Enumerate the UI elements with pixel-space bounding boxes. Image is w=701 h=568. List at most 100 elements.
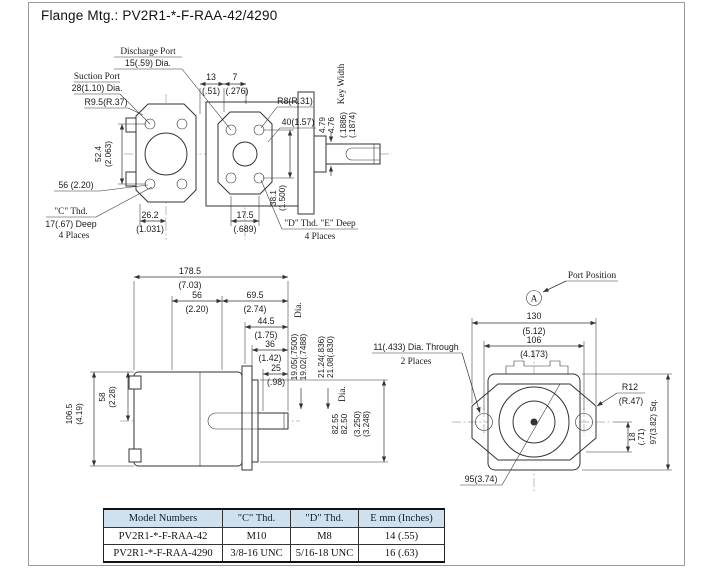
discharge-port-bore	[232, 141, 258, 167]
dim-1785-in: (7.03)	[179, 280, 202, 290]
shaft-dia-max: 19.05(.7500)	[290, 334, 299, 381]
discharge-port-label: Discharge Port	[120, 47, 176, 57]
spigot-mm-min: 82.50	[340, 413, 349, 434]
d-thd-places: 4 Places	[305, 232, 336, 242]
cell-c-thd: 3/8-16 UNC	[223, 545, 291, 561]
c-thd-places: 4 Places	[59, 231, 90, 241]
dim-58-mm: 58	[98, 392, 107, 402]
dim-524-in: (2.063)	[104, 141, 113, 167]
dim-36-mm: 36	[265, 339, 275, 349]
header-model-numbers: Model Numbers	[104, 510, 223, 528]
key-width-in-max: (.1886)	[339, 112, 348, 138]
dim-97-sq: 97(3.82) Sq.	[649, 399, 658, 444]
leader-line	[267, 127, 281, 143]
bolt-hole	[176, 118, 188, 130]
dim-381-in: (1.500)	[278, 185, 287, 211]
through-holes-label: 11(.433) Dia. Through	[373, 342, 458, 352]
dim-130-in: (5.12)	[523, 326, 546, 336]
dim-130-mm: 130	[527, 311, 542, 321]
flange-outline	[471, 383, 597, 461]
flange-side	[241, 365, 253, 471]
key-width-in-min: (.1874)	[348, 112, 357, 138]
port-position-letter: A	[531, 295, 538, 305]
port-boss-side	[128, 448, 142, 463]
port-boss-side	[128, 375, 142, 390]
bolt-holes	[144, 118, 265, 190]
shaft-dia-min: 19.02(.7488)	[299, 334, 308, 381]
shaft-collar	[313, 135, 327, 173]
port-boss	[125, 117, 137, 133]
spigot-in-min: (3.248)	[362, 411, 371, 437]
leader-line	[461, 352, 481, 414]
suction-port-label: Suction Port	[74, 72, 121, 82]
dim-7-mm: 7	[233, 72, 238, 82]
header-c-thd: "C" Thd.	[223, 510, 291, 528]
dim-7-in: (.276)	[226, 86, 249, 96]
radius-r95-label: R9.5(R.37)	[84, 97, 127, 107]
spigot-side	[251, 379, 259, 463]
top-boss	[505, 360, 569, 374]
radius-r12-in: (R.47)	[619, 396, 644, 406]
key-width-mm-min: 4.76	[327, 117, 336, 133]
shaft-center	[530, 418, 538, 426]
dim-106-mm: 106	[527, 335, 542, 345]
seal-circle	[512, 400, 556, 444]
dim-381-mm: 38.1	[269, 190, 278, 206]
dim-262-in: (1.031)	[136, 224, 164, 234]
c-thd-depth: 17(.67) Deep	[45, 219, 96, 229]
key-height-max: 21.24(.836)	[317, 336, 326, 378]
key-width-mm-max: 4.79	[318, 117, 327, 133]
cell-e: 16 (.63)	[359, 545, 444, 561]
suction-face-outline	[135, 103, 197, 203]
port-boss	[125, 171, 137, 187]
cell-c-thd: M10	[223, 528, 291, 545]
leader-line	[119, 93, 151, 125]
rear-view: Port Position A 130 (5.12) 106 (4.173) 1…	[372, 271, 672, 492]
dim-13-in: (.51)	[202, 86, 220, 96]
dim-58-in: (2.28)	[108, 386, 117, 408]
pump-body-side	[133, 371, 243, 467]
key-width-label: Key Width	[337, 63, 347, 104]
table-row: PV2R1-*-F-RAA-4290 3/8-16 UNC 5/16-18 UN…	[104, 545, 444, 561]
dim-1065-mm: 106.5	[65, 403, 74, 424]
shaft	[325, 143, 381, 165]
dim-524-mm: 52.4	[94, 146, 103, 162]
leader-line	[181, 68, 232, 131]
dim-13-mm: 13	[206, 72, 216, 82]
leader-line	[127, 107, 144, 116]
front-view: Discharge Port 15(.59) Dia. Suction Port…	[45, 47, 392, 242]
c-thd-label: "C" Thd.	[54, 207, 87, 217]
spigot-in-max: (3.250)	[353, 411, 362, 437]
mounting-flange-plate	[297, 91, 315, 215]
header-e-mm: E mm (Inches)	[359, 510, 444, 528]
cell-d-thd: M8	[291, 528, 359, 545]
port-position-label: Port Position	[568, 271, 617, 281]
dim-1065-in: (4.19)	[75, 403, 84, 425]
shaft-bore	[207, 412, 288, 430]
dim-106-in: (4.173)	[520, 349, 548, 359]
bolt-hole	[225, 172, 237, 184]
port-position-circle	[526, 290, 542, 306]
dim-40-label: 40(1.57)	[282, 117, 315, 127]
dim-95-label: 95(3.74)	[465, 474, 498, 484]
leader-line	[260, 179, 283, 230]
page-title: Flange Mtg.: PV2R1-*-F-RAA-42/4290	[41, 8, 278, 23]
dim-175-in: (.689)	[234, 224, 257, 234]
spec-table: Model Numbers "C" Thd. "D" Thd. E mm (In…	[103, 508, 445, 563]
cell-model: PV2R1-*-F-RAA-42	[104, 528, 223, 545]
through-holes-places: 2 Places	[401, 357, 432, 367]
leader-line	[260, 106, 278, 129]
dim-445-mm: 44.5	[257, 316, 274, 326]
dim-445-in: (1.75)	[255, 330, 278, 340]
leader-line	[542, 280, 567, 293]
dim-25-mm: 25	[271, 363, 281, 373]
dim-1785-mm: 178.5	[179, 266, 201, 276]
leader-line	[95, 186, 153, 218]
dim-56-label: 56 (2.20)	[58, 180, 93, 190]
leader-line	[501, 383, 561, 486]
radius-r12-label: R12	[622, 382, 638, 392]
bolt-hole	[176, 178, 188, 190]
keyway-slot	[345, 147, 380, 161]
cell-model: PV2R1-*-F-RAA-4290	[104, 545, 223, 561]
